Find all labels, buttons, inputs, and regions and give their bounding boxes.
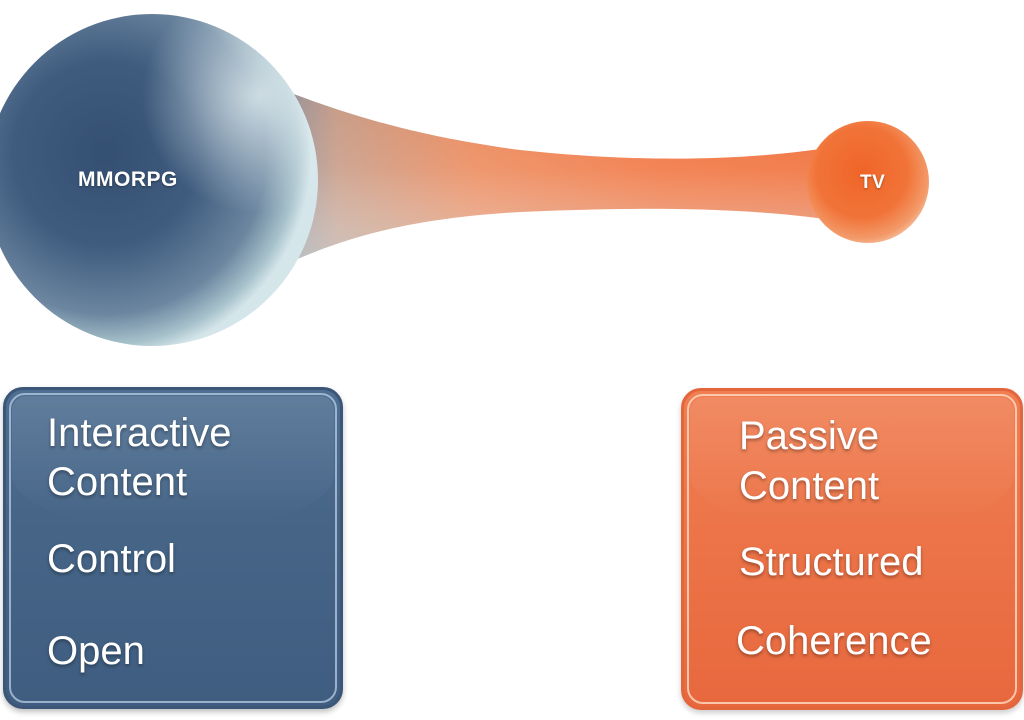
box-line-open: Open	[47, 629, 145, 673]
box-line-control: Control	[47, 537, 176, 581]
box-line-content: Content	[47, 460, 188, 504]
box-line-structured: Structured	[739, 540, 924, 584]
box-line-content: Content	[739, 464, 880, 508]
box-line-passive: Passive	[739, 414, 880, 458]
tv-bubble	[807, 121, 929, 243]
mmorpg-bubble-highlight	[0, 14, 318, 346]
spectrum-graphic	[0, 14, 929, 346]
interactive-attributes-box: Interactive Content Control Open	[3, 387, 343, 709]
box-line-interactive: Interactive	[47, 411, 232, 455]
connector-stem-shading	[230, 70, 845, 280]
tv-label: TV	[860, 172, 886, 193]
box-line-coherence: Coherence	[736, 619, 932, 663]
mmorpg-label: MMORPG	[78, 168, 178, 191]
passive-attributes-box: Passive Content Structured Coherence	[681, 388, 1023, 710]
